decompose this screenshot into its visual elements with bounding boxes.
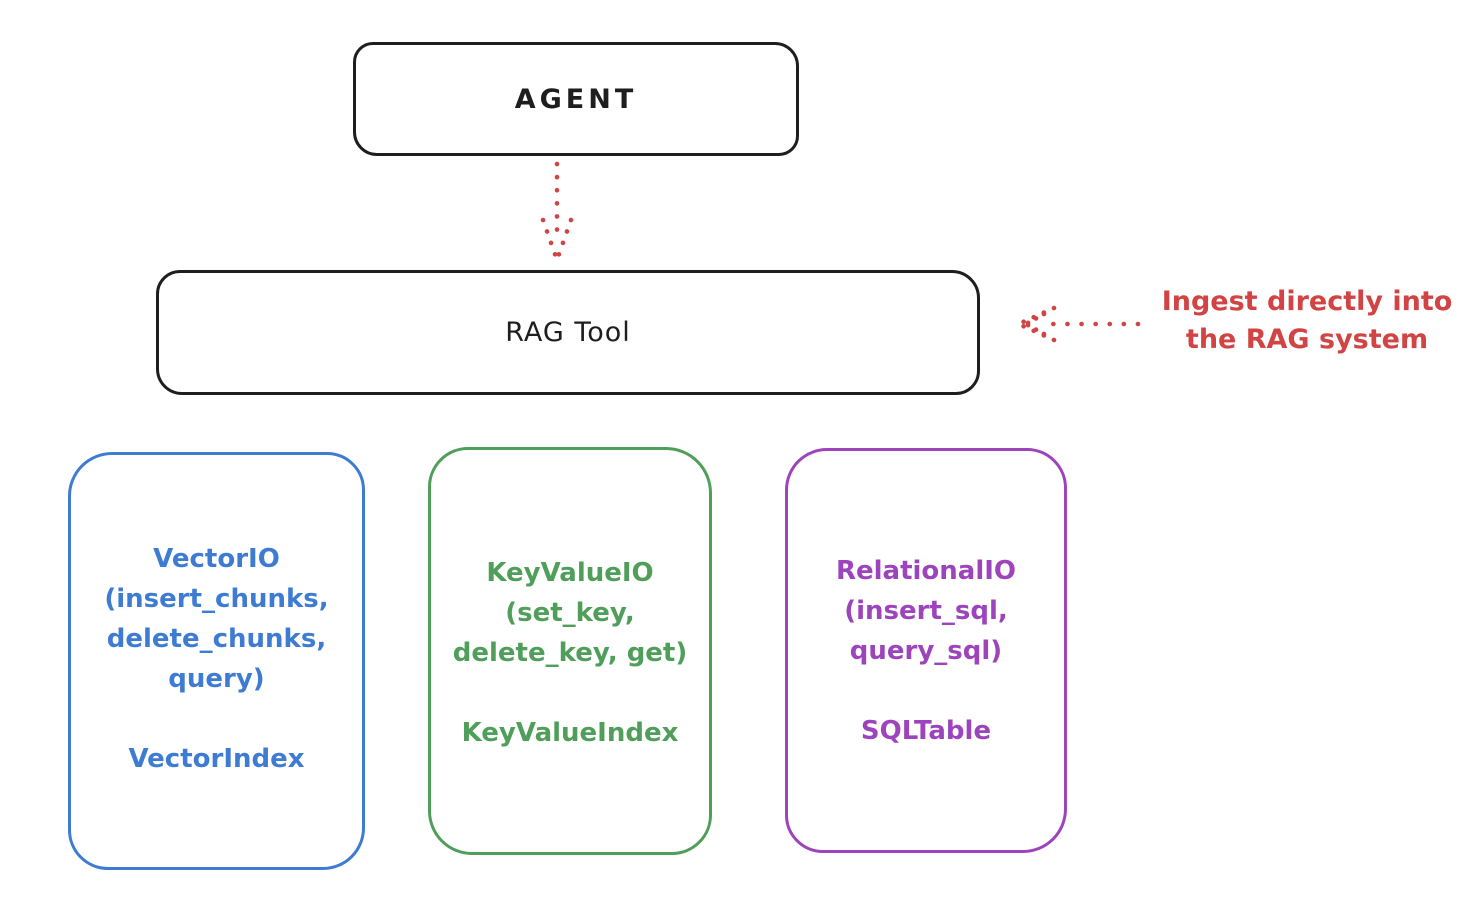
dotted-left-arrow-icon bbox=[1020, 305, 1141, 343]
dotted-down-arrow-icon bbox=[540, 161, 574, 260]
ingest-annotation: Ingest directly into the RAG system bbox=[1161, 286, 1453, 355]
relational-io-node: RelationalIO (insert_sql, query_sql) SQL… bbox=[785, 448, 1067, 853]
key-value-io-subtitle: KeyValueIndex bbox=[461, 718, 679, 748]
agent-node: AGENT bbox=[353, 42, 799, 156]
rag-tool-node: RAG Tool bbox=[156, 270, 980, 395]
vector-io-title: VectorIO (insert_chunks, delete_chunks, … bbox=[104, 544, 329, 694]
key-value-io-title: KeyValueIO (set_key, delete_key, get) bbox=[452, 558, 688, 668]
rag-tool-node-label: RAG Tool bbox=[505, 317, 631, 348]
vector-io-subtitle: VectorIndex bbox=[128, 744, 305, 774]
agent-node-label: AGENT bbox=[514, 83, 638, 115]
key-value-io-node: KeyValueIO (set_key, delete_key, get) Ke… bbox=[428, 447, 712, 855]
relational-io-subtitle: SQLTable bbox=[860, 716, 992, 746]
relational-io-title: RelationalIO (insert_sql, query_sql) bbox=[835, 556, 1017, 666]
vector-io-node: VectorIO (insert_chunks, delete_chunks, … bbox=[68, 452, 365, 870]
